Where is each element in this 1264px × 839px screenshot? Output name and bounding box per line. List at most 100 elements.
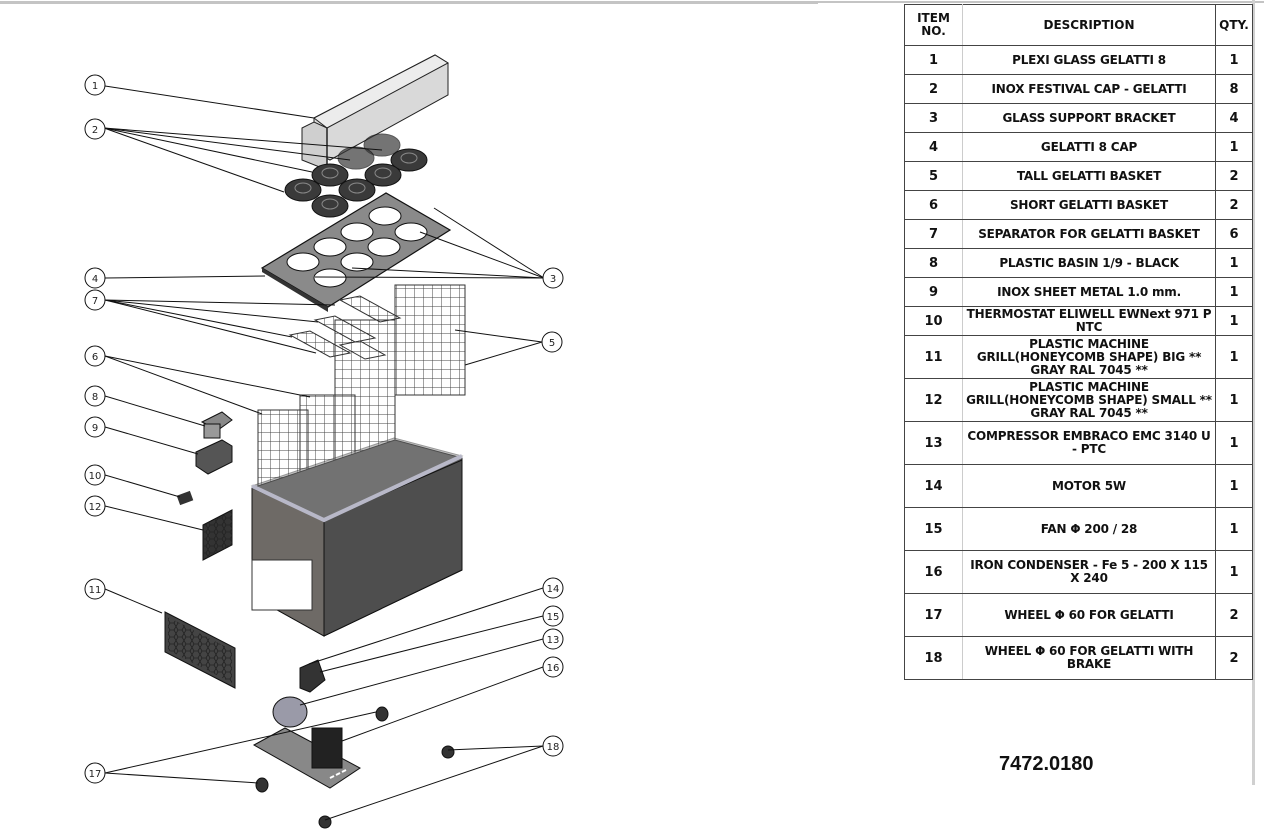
part-plexi-glass xyxy=(301,54,450,178)
balloon-5: 5 xyxy=(541,331,563,353)
item-description: SEPARATOR FOR GELATTI BASKET xyxy=(962,219,1216,249)
svg-text:18: 18 xyxy=(547,742,560,753)
item-qty: 2 xyxy=(1215,161,1253,191)
item-qty: 1 xyxy=(1215,45,1253,75)
part-motor-fan xyxy=(299,659,326,693)
item-number: 13 xyxy=(904,421,963,465)
bom-header-row: ITEM NO. DESCRIPTION QTY. xyxy=(904,4,1253,46)
svg-text:1: 1 xyxy=(92,81,98,92)
item-qty: 1 xyxy=(1215,306,1253,336)
item-qty: 1 xyxy=(1215,421,1253,465)
document-number: 7472.0180 xyxy=(999,753,1094,775)
item-qty: 1 xyxy=(1215,550,1253,594)
item-description: WHEEL Φ 60 FOR GELATTI xyxy=(962,593,1216,637)
balloon-9: 9 xyxy=(84,416,106,438)
balloon-10: 10 xyxy=(84,464,106,486)
item-description: PLASTIC BASIN 1/9 - BLACK xyxy=(962,248,1216,278)
item-qty: 1 xyxy=(1215,132,1253,162)
item-number: 1 xyxy=(904,45,963,75)
balloon-1: 1 xyxy=(84,74,106,96)
item-number: 18 xyxy=(904,636,963,680)
part-sheet-metal xyxy=(195,439,233,475)
svg-text:16: 16 xyxy=(547,663,560,674)
balloon-17: 17 xyxy=(84,762,106,784)
svg-text:8: 8 xyxy=(92,392,98,403)
svg-text:12: 12 xyxy=(89,502,102,513)
part-compressor xyxy=(272,696,308,728)
item-description: PLEXI GLASS GELATTI 8 xyxy=(962,45,1216,75)
item-description: SHORT GELATTI BASKET xyxy=(962,190,1216,220)
item-number: 5 xyxy=(904,161,963,191)
balloon-15: 15 xyxy=(542,605,564,627)
item-description: FAN Φ 200 / 28 xyxy=(962,507,1216,551)
balloon-6: 6 xyxy=(84,345,106,367)
item-number: 7 xyxy=(904,219,963,249)
header-item-no: ITEM NO. xyxy=(904,4,963,46)
item-number: 16 xyxy=(904,550,963,594)
item-number: 8 xyxy=(904,248,963,278)
svg-text:11: 11 xyxy=(89,585,102,596)
item-description: THERMOSTAT ELIWELL EWNext 971 P NTC xyxy=(962,306,1216,336)
part-cap-plate xyxy=(260,192,452,312)
svg-text:4: 4 xyxy=(92,274,98,285)
item-number: 4 xyxy=(904,132,963,162)
item-number: 3 xyxy=(904,103,963,133)
item-qty: 2 xyxy=(1215,636,1253,680)
page-right-border xyxy=(1252,0,1255,785)
item-description: GELATTI 8 CAP xyxy=(962,132,1216,162)
balloon-18: 18 xyxy=(542,735,564,757)
item-qty: 1 xyxy=(1215,378,1253,422)
item-qty: 1 xyxy=(1215,277,1253,307)
part-caps xyxy=(284,133,428,218)
item-number: 14 xyxy=(904,464,963,508)
item-description: PLASTIC MACHINE GRILL(HONEYCOMB SHAPE) S… xyxy=(962,378,1216,422)
leader-lines xyxy=(103,85,545,821)
item-qty: 2 xyxy=(1215,190,1253,220)
part-cabinet xyxy=(250,437,464,637)
item-number: 17 xyxy=(904,593,963,637)
header-qty: QTY. xyxy=(1215,4,1253,46)
svg-text:6: 6 xyxy=(92,352,98,363)
balloon-4: 4 xyxy=(84,267,106,289)
part-condenser xyxy=(252,727,361,789)
item-qty: 4 xyxy=(1215,103,1253,133)
svg-text:5: 5 xyxy=(549,338,555,349)
part-thermostat xyxy=(176,490,194,506)
item-number: 12 xyxy=(904,378,963,422)
item-description: COMPRESSOR EMBRACO EMC 3140 U - PTC xyxy=(962,421,1216,465)
svg-text:3: 3 xyxy=(550,274,556,285)
svg-text:13: 13 xyxy=(547,635,560,646)
svg-text:15: 15 xyxy=(547,612,560,623)
page-top-border-right xyxy=(818,1,1264,3)
balloon-11: 11 xyxy=(84,578,106,600)
item-qty: 6 xyxy=(1215,219,1253,249)
svg-text:9: 9 xyxy=(92,423,98,434)
item-description: GLASS SUPPORT BRACKET xyxy=(962,103,1216,133)
part-wheels xyxy=(255,706,455,829)
item-description: MOTOR 5W xyxy=(962,464,1216,508)
part-basin xyxy=(200,411,233,439)
item-qty: 1 xyxy=(1215,507,1253,551)
balloon-3: 3 xyxy=(542,267,564,289)
balloon-12: 12 xyxy=(84,495,106,517)
balloon-2: 2 xyxy=(84,118,106,140)
item-description: WHEEL Φ 60 FOR GELATTI WITH BRAKE xyxy=(962,636,1216,680)
svg-text:14: 14 xyxy=(547,584,560,595)
item-number: 10 xyxy=(904,306,963,336)
